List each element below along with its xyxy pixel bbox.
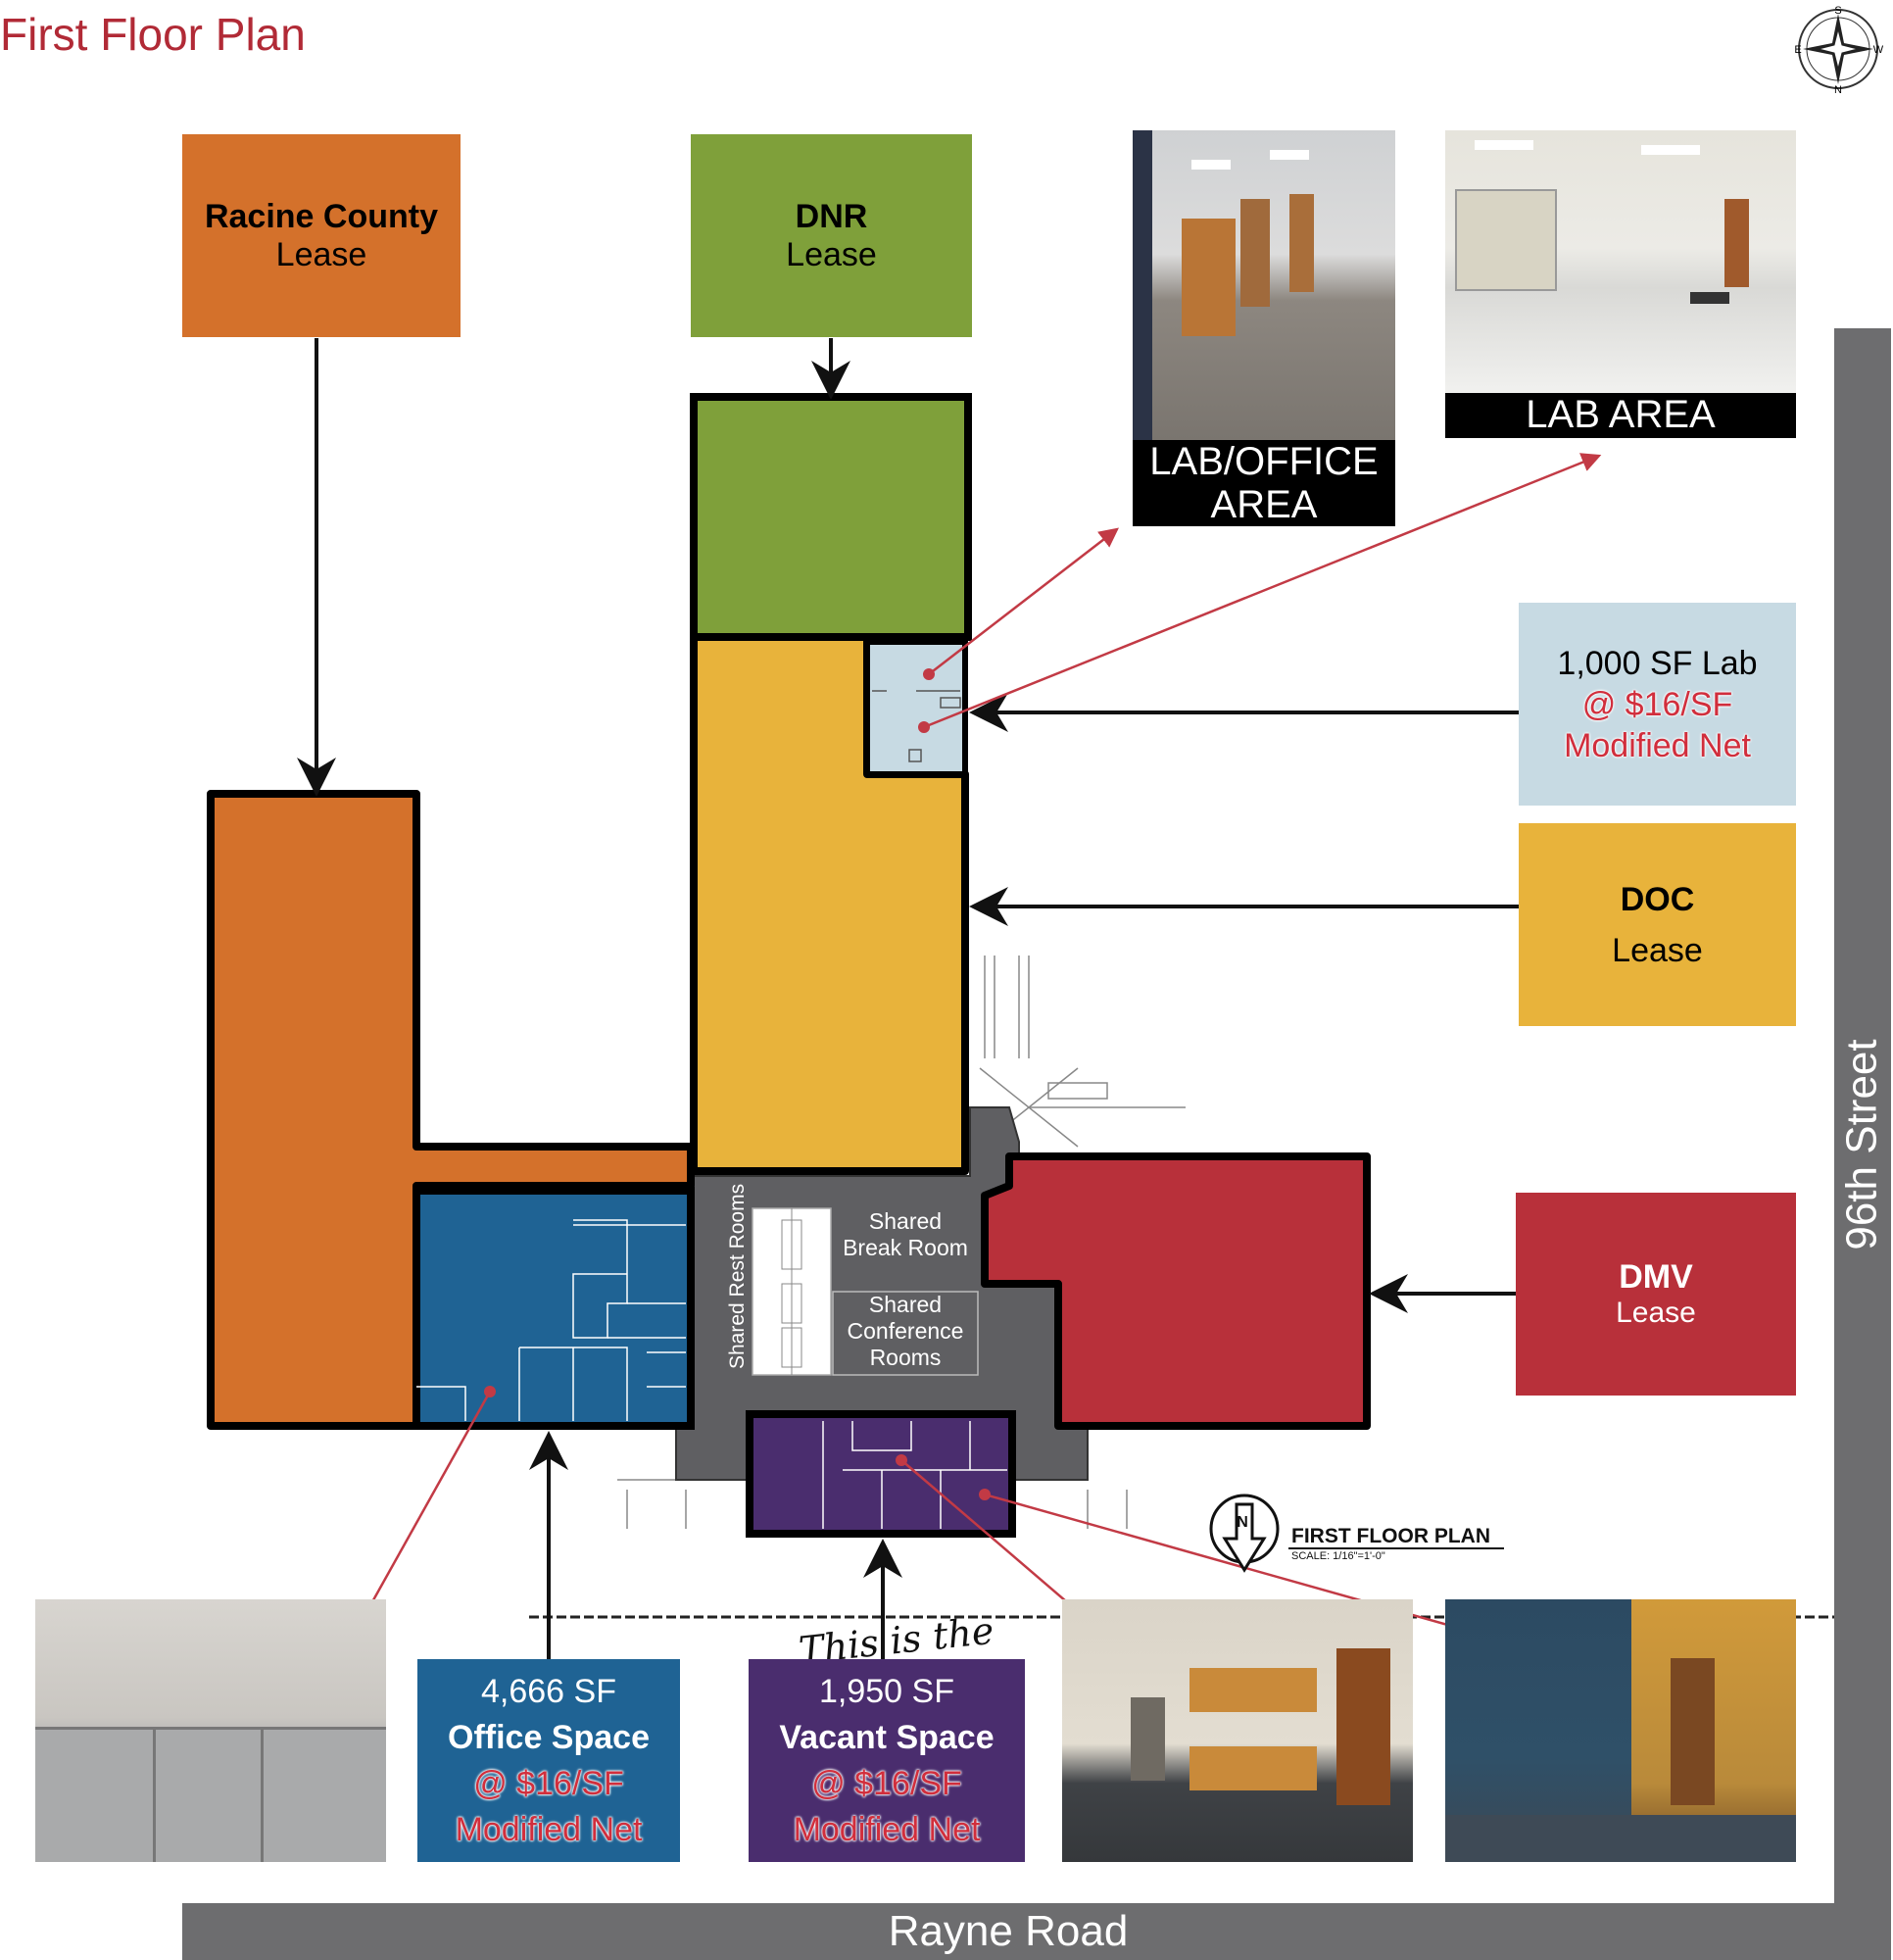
compass-rose-icon: S N E W <box>1793 4 1883 96</box>
dnr-line1: DNR <box>795 197 868 235</box>
compass-s: S <box>1834 5 1841 17</box>
conference-room-outline <box>832 1291 979 1376</box>
svg-text:N: N <box>1237 1514 1248 1531</box>
compass-n: N <box>1834 84 1842 94</box>
rayne-road: Rayne Road <box>182 1903 1834 1960</box>
lab-line3: Modified Net <box>1564 726 1751 764</box>
office-line2: Office Space <box>448 1718 650 1756</box>
rayne-road-label: Rayne Road <box>888 1907 1129 1955</box>
lab-line2: @ $16/SF <box>1581 685 1733 723</box>
dmv-box: DMV Lease <box>1516 1193 1796 1396</box>
shared-rest-rooms-label: Shared Rest Rooms <box>726 1183 749 1369</box>
doc-line1: DOC <box>1620 880 1695 918</box>
lab-area-photo <box>1445 130 1796 393</box>
plan-title-label: FIRST FLOOR PLAN <box>1291 1525 1490 1547</box>
vacant-line1: 1,950 SF <box>819 1672 954 1710</box>
doc-box: DOC Lease <box>1519 823 1796 1026</box>
vacant-space-area <box>746 1410 1016 1538</box>
lab-area-caption: LAB AREA <box>1445 393 1796 438</box>
vacant-space-box: 1,950 SF Vacant Space @ $16/SF Modified … <box>749 1659 1025 1862</box>
lab-interior-walls <box>872 690 961 762</box>
lab-area-pointer <box>923 453 1602 729</box>
vacant-window-photo <box>1445 1599 1796 1862</box>
compass-w: W <box>1873 44 1883 56</box>
lab-office-caption: LAB/OFFICE AREA <box>1133 440 1395 526</box>
lab-line1: 1,000 SF Lab <box>1557 644 1758 682</box>
conference-line3: Rooms <box>869 1345 942 1370</box>
dnr-area <box>690 393 972 641</box>
dmv-area <box>981 1152 1371 1430</box>
conference-line1: Shared <box>868 1292 943 1317</box>
conference-line2: Conference <box>847 1318 964 1344</box>
vacant-line2: Vacant Space <box>779 1718 995 1756</box>
office-line1: 4,666 SF <box>481 1672 616 1710</box>
break-room-line2: Break Room <box>843 1235 968 1260</box>
lab-office-pointer <box>928 527 1119 675</box>
break-room-line1: Shared <box>868 1208 943 1234</box>
dmv-line2: Lease <box>1616 1297 1696 1329</box>
96th-street: 96th Street <box>1834 328 1891 1960</box>
vacant-line3: @ $16/SF <box>811 1764 962 1802</box>
doc-line2: Lease <box>1612 931 1703 969</box>
office-space-box: 4,666 SF Office Space @ $16/SF Modified … <box>417 1659 680 1862</box>
shared-break-room-label: Shared Break Room <box>833 1208 978 1261</box>
page-title: First Floor Plan <box>0 9 306 60</box>
dmv-line1: DMV <box>1619 1258 1693 1296</box>
office-cubicles-photo <box>35 1599 386 1862</box>
racine-line1: Racine County <box>204 197 439 235</box>
96th-street-label: 96th Street <box>1838 1038 1887 1250</box>
lab-office-caption-line1: LAB/OFFICE <box>1149 440 1379 483</box>
plan-scale-label: SCALE: 1/16"=1'-0" <box>1291 1550 1385 1562</box>
racine-county-box: Racine County Lease <box>182 134 461 337</box>
dnr-line2: Lease <box>786 235 877 273</box>
office-interior-walls <box>416 1219 686 1421</box>
office-photo-pointer <box>354 1391 492 1635</box>
office-line3: @ $16/SF <box>473 1764 624 1802</box>
office-space-area <box>413 1187 695 1430</box>
vacant-kitchen-photo <box>1062 1599 1413 1862</box>
racine-line2: Lease <box>275 235 367 273</box>
lab-box: 1,000 SF Lab @ $16/SF Modified Net <box>1519 603 1796 806</box>
vacant-interior-walls <box>822 1421 1007 1529</box>
shared-conference-label: Shared Conference Rooms <box>833 1292 978 1371</box>
office-line4: Modified Net <box>455 1810 643 1848</box>
lab-office-caption-line2: AREA <box>1210 483 1318 526</box>
dnr-box: DNR Lease <box>691 134 972 337</box>
racine-county-area <box>207 790 695 1430</box>
vacant-line4: Modified Net <box>793 1810 981 1848</box>
lab-office-photo <box>1133 130 1395 440</box>
compass-e: E <box>1794 44 1801 56</box>
plan-north-icon <box>1209 1494 1280 1573</box>
